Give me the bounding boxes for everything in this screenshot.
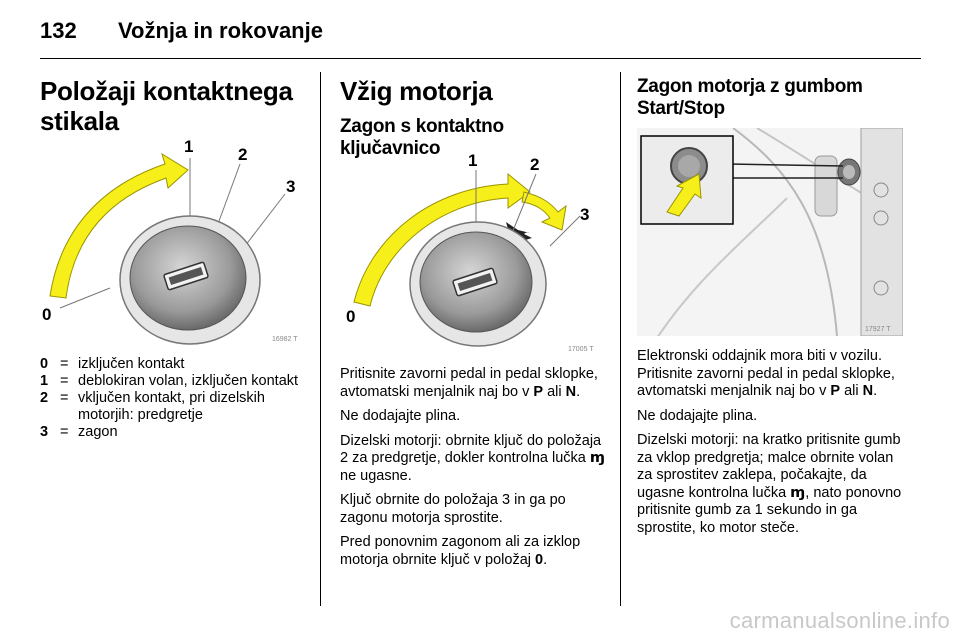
figure-code: 17005 T [568, 346, 594, 353]
leader-line-0 [59, 287, 111, 309]
legend-key: 0 [40, 356, 49, 372]
ignition-switch-illustration: 1 2 3 0 [42, 137, 295, 345]
page-header: 132 Vožnja in rokovanje [40, 14, 920, 58]
position-label-2: 2 [530, 155, 539, 174]
column-ignition-positions: Položaji kontaktnega stikala [40, 76, 302, 136]
position-label-0: 0 [346, 307, 355, 326]
paragraph: Dizelski motorji: na kratko pritisnite g… [637, 432, 902, 536]
legend-text: izključen kontakt [78, 356, 185, 372]
legend-key: 2 [40, 390, 49, 406]
legend-text: vključen kontakt, pri dizelskih motorjih… [78, 390, 265, 423]
section-title-engine-start: Vžig motorja [340, 76, 493, 106]
paragraph: Ne dodajajte plina. [637, 407, 758, 424]
start-stop-figure: 17927 T [637, 127, 904, 339]
legend-row: 0 = izključen kontakt [40, 356, 300, 373]
start-arrow [521, 191, 567, 231]
figure-code: 16982 T [272, 336, 298, 343]
legend-key: 3 [40, 424, 49, 440]
leader-line-3 [549, 215, 581, 247]
legend-row: 1 = deblokiran volan, izključen kontakt [40, 373, 300, 390]
position-label-0: 0 [42, 305, 51, 324]
section-title-start-stop: Zagon motorja z gumbom Start/Stop [637, 76, 863, 119]
header-rule [40, 58, 921, 59]
paragraph: Ključ obrnite do položaja 3 in ga po zag… [340, 492, 566, 526]
subtitle-key-start: Zagon s kontaktno ključavnico [340, 116, 504, 159]
position-label-3: 3 [286, 177, 295, 196]
column-start-stop: Zagon motorja z gumbom Start/Stop [637, 76, 905, 120]
ignition-figure-2: 1 2 3 0 17005 T [340, 146, 608, 358]
legend-eq: = [60, 373, 69, 389]
section-title-ignition-positions: Položaji kontaktnega stikala [40, 76, 293, 136]
page-number: 132 [40, 18, 77, 43]
position-label-2: 2 [238, 145, 247, 164]
column-divider-2 [620, 72, 621, 606]
column-engine-start: Vžig motorja Zagon s kontaktno ključavni… [340, 76, 608, 160]
leader-line-2 [509, 173, 537, 239]
position-arrow [49, 152, 189, 299]
legend-row: 3 = zagon [40, 424, 300, 441]
paragraph: Dizelski motorji: obrnite ključ do polož… [340, 432, 605, 484]
ignition-switch-illustration: 1 2 3 0 [346, 151, 589, 347]
start-stop-illustration [637, 127, 904, 339]
glow-plug-icon: ɱ [790, 484, 806, 501]
paragraph: Ne dodajajte plina. [340, 408, 461, 424]
press-arrow-icon [666, 173, 702, 217]
legend-eq: = [60, 356, 69, 372]
leader-line-3 [244, 193, 286, 247]
leader-line-2 [214, 163, 241, 233]
text-start-stop: Elektronski oddajnik mora biti v vozilu.… [637, 348, 907, 544]
ignition-figure-1: 1 2 3 0 16982 T [40, 136, 308, 348]
watermark: carmanualsonline.info [729, 608, 950, 633]
legend-eq: = [60, 424, 69, 440]
paragraph: Pred ponovnim zagonom ali za izklop moto… [340, 534, 581, 568]
position-label-1: 1 [468, 151, 477, 170]
page-title: Vožnja in rokovanje [118, 18, 323, 43]
column-divider-1 [320, 72, 321, 606]
position-label-1: 1 [184, 137, 193, 156]
position-label-3: 3 [580, 205, 589, 224]
legend-text: zagon [78, 424, 118, 440]
glow-plug-icon: ɱ [589, 450, 605, 466]
legend-key: 1 [40, 373, 49, 389]
figure-code: 17927 T [865, 326, 891, 333]
paragraph: Elektronski oddajnik mora biti v vozilu.… [637, 348, 895, 399]
position-arrow [353, 172, 531, 307]
text-key-start: Pritisnite zavorni pedal in pedal sklopk… [340, 366, 608, 576]
legend-row: 2 = vključen kontakt, pri dizelskih moto… [40, 390, 300, 424]
legend-text: deblokiran volan, izključen kontakt [78, 373, 299, 389]
position-legend: 0 = izključen kontakt 1 = deblokiran vol… [40, 356, 300, 441]
legend-eq: = [60, 390, 69, 406]
paragraph: Pritisnite zavorni pedal in pedal sklopk… [340, 366, 598, 400]
